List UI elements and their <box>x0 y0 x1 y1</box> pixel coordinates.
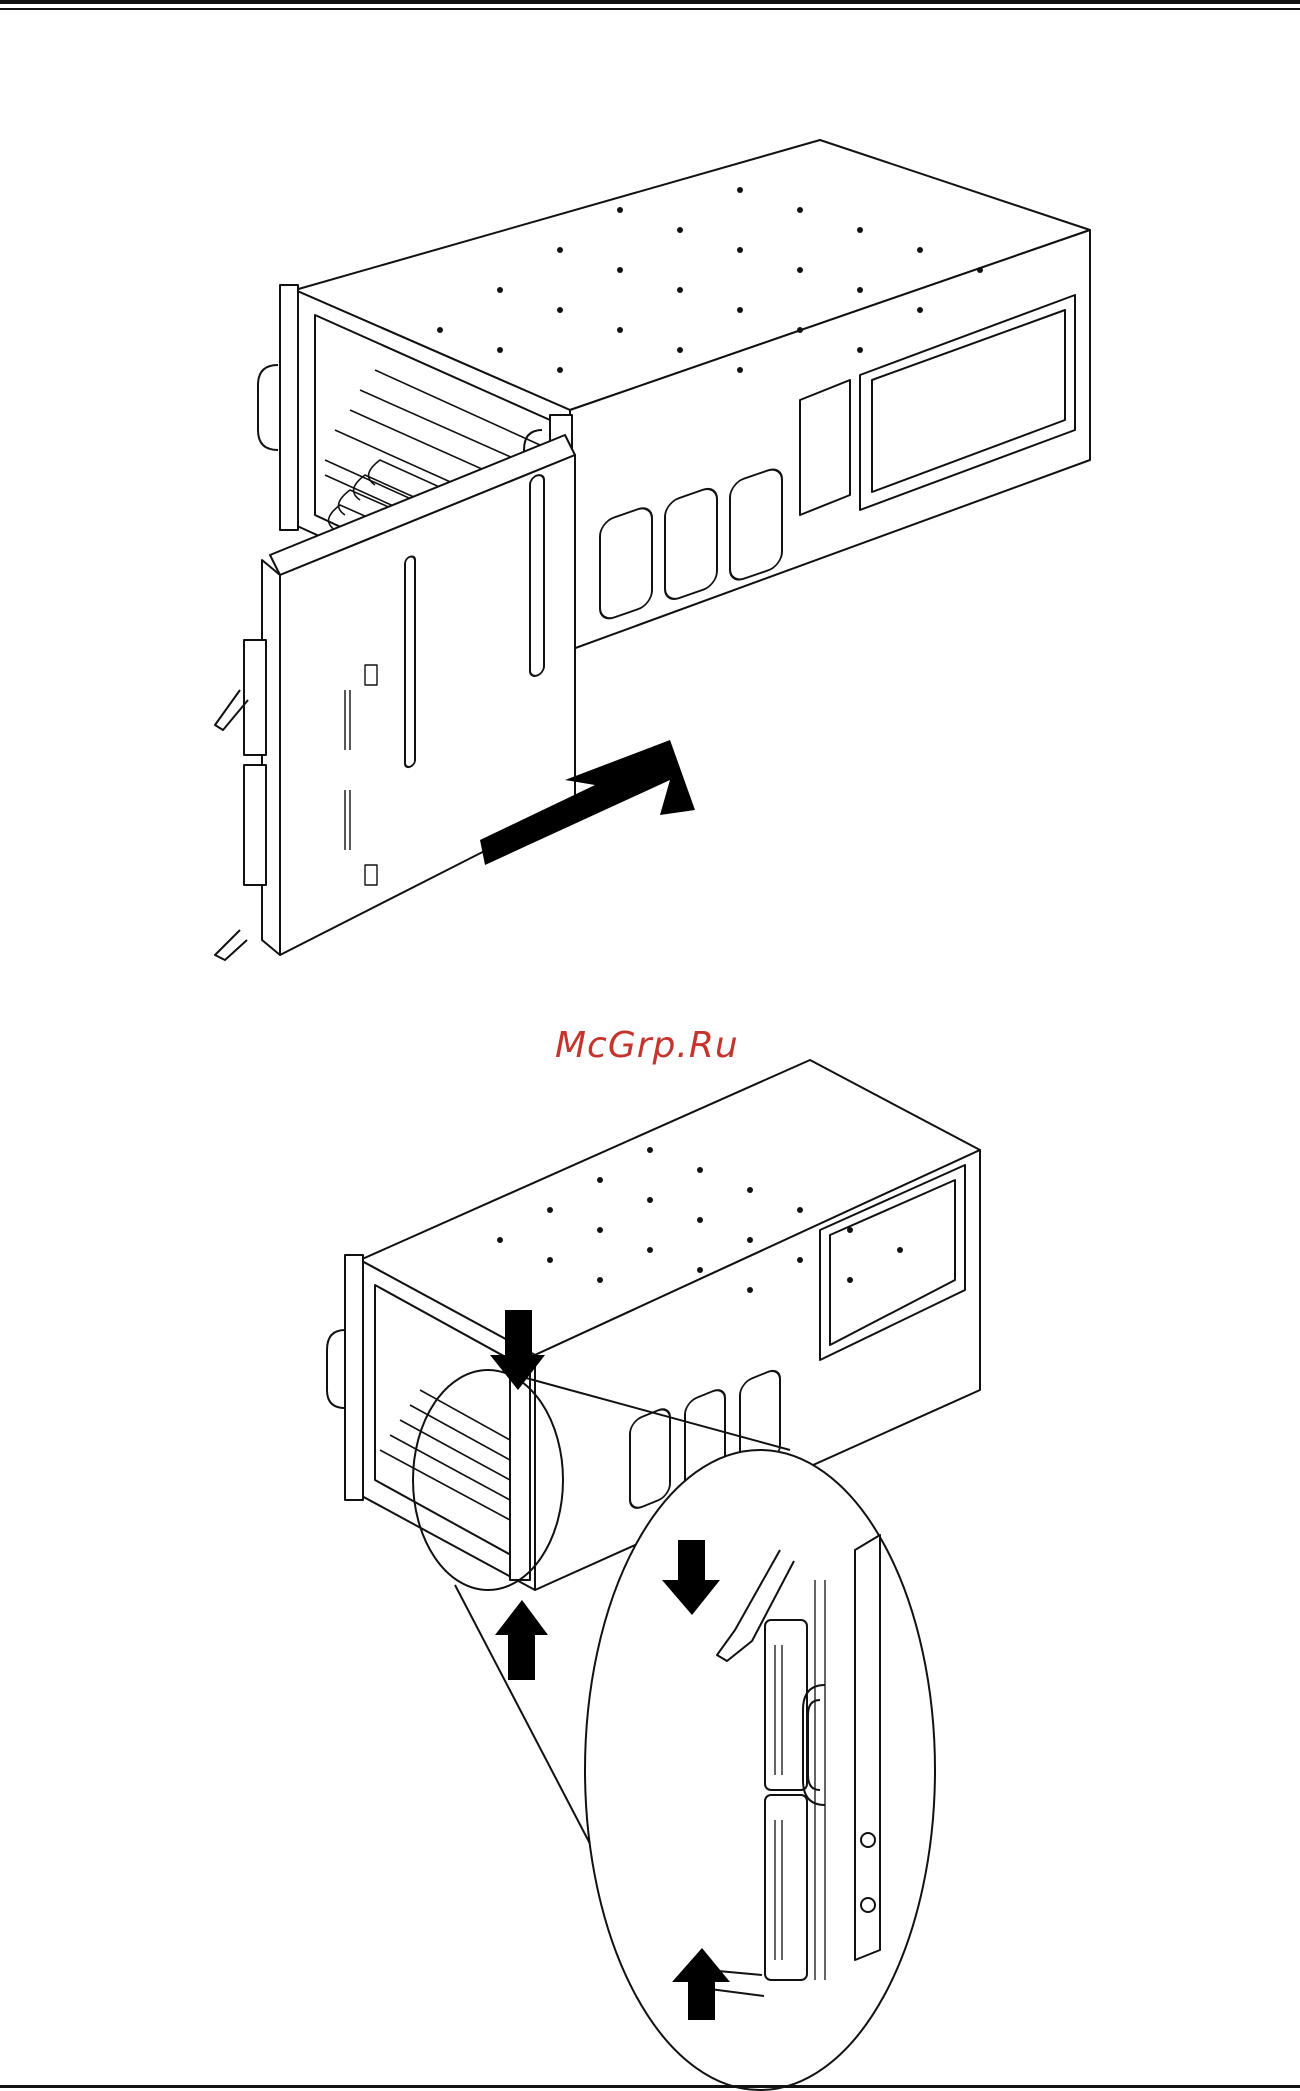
blade-module-icon <box>215 435 575 960</box>
footer-rule <box>0 2085 1300 2091</box>
chassis-icon <box>327 1060 980 1590</box>
header-rule <box>0 0 1300 14</box>
figure-2-blade-seated <box>300 1060 1020 2060</box>
figure-1-blade-insertion <box>200 130 1100 970</box>
